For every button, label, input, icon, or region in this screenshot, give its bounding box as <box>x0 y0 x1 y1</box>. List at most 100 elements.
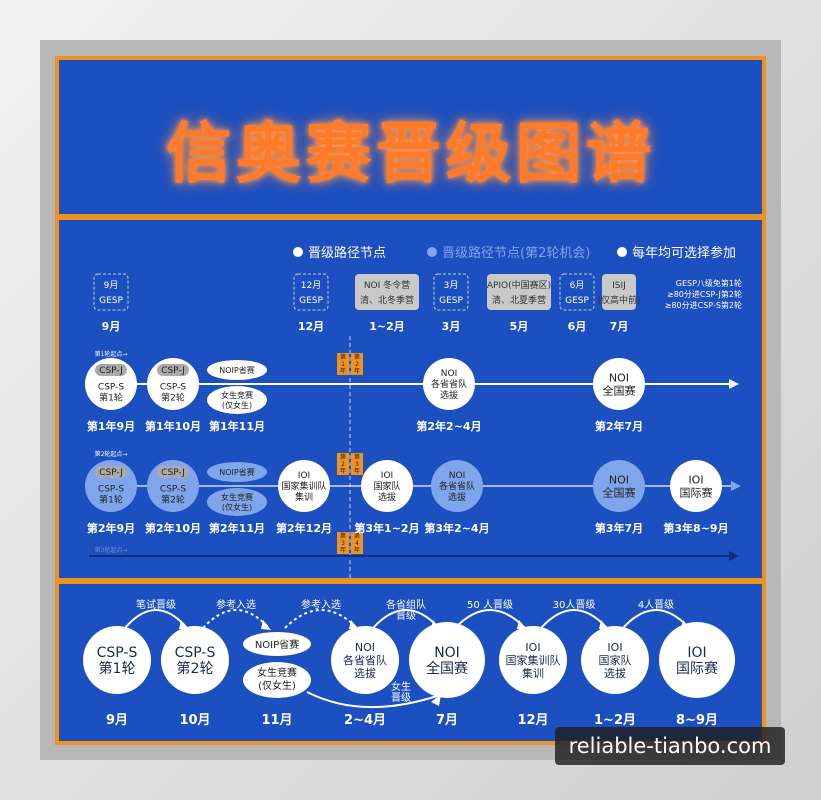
page-title: 信奥赛晋级图谱 <box>165 115 656 192</box>
divider-char: 1 <box>341 361 345 368</box>
event-line: GESP <box>99 296 123 306</box>
node-date: 第1年11月 <box>209 419 265 433</box>
divider-char: 3 <box>341 540 345 547</box>
divider-char: 第 <box>354 532 360 540</box>
pill <box>207 462 267 482</box>
summary-node: CSP-S第2轮 <box>161 626 229 694</box>
summary-line: 选拔 <box>354 666 376 680</box>
summary-arc-label: 参考入选 <box>301 598 341 611</box>
gesp-note: ≥80分进CSP-S第2轮 <box>665 300 742 310</box>
node-tag-label: CSP-J <box>161 366 185 376</box>
divider-char: 年 <box>354 367 360 375</box>
divider-char: 年 <box>340 367 346 375</box>
event-month: 5月 <box>510 320 529 333</box>
summary-circle <box>331 626 399 694</box>
divider-char: 年 <box>340 546 346 554</box>
summary-circle <box>83 626 151 694</box>
node-line: 全国赛 <box>603 485 636 499</box>
node-line: CSP-S <box>98 485 124 495</box>
node-line: 各省省队 <box>439 480 475 492</box>
summary-line: IOI <box>687 645 706 661</box>
node-date: 第3年7月 <box>595 521 643 535</box>
pill <box>207 386 267 414</box>
event-box: ISIJ(仅高中前)7月 <box>597 274 641 333</box>
summary-line: IOI <box>525 641 540 654</box>
pill-label: NOIP省赛 <box>219 467 254 477</box>
pill-label: 女生竞赛 <box>221 492 253 502</box>
node-line: 各省省队 <box>431 378 467 390</box>
node-date: 第2年9月 <box>87 521 135 535</box>
event-frame <box>355 274 419 310</box>
divider-char: 3 <box>355 461 359 468</box>
summary-line: IOI <box>607 641 622 654</box>
row2-arrow <box>731 481 741 491</box>
legend-label: 晋级路径节点(第2轮机会) <box>442 245 590 261</box>
node-date: 第2年7月 <box>595 419 643 433</box>
event-month: 1~2月 <box>369 320 405 333</box>
summary-arc-label: 4人晋级 <box>638 599 674 611</box>
event-frame <box>293 273 329 311</box>
divider-char: 第 <box>354 353 360 361</box>
node-date: 第1年10月 <box>145 419 201 433</box>
node-line: 第2轮 <box>161 494 185 506</box>
divider-char: 年 <box>340 467 346 475</box>
node-tag-label: CSP-J <box>99 366 123 376</box>
event-line: 3月 <box>444 280 459 291</box>
divider-char: 第 <box>340 353 346 361</box>
summary-diagram: CSP-S第1轮9月CSP-S第2轮10月NOIP省赛女生竞赛(仅女生)11月N… <box>83 598 735 728</box>
node-line: CSP-S <box>98 383 124 393</box>
summary-line: 第2轮 <box>177 660 214 677</box>
summary-arc-head <box>261 620 271 630</box>
summary-arc <box>540 609 608 629</box>
event-line: 9月 <box>104 280 119 291</box>
divider-char: 第 <box>340 532 346 540</box>
node-line: 国际赛 <box>680 485 713 499</box>
event-frame <box>433 273 469 311</box>
node-circle <box>278 460 330 512</box>
event-line: 6月 <box>570 280 585 291</box>
node-line: 选拔 <box>440 389 458 401</box>
legend-dot <box>617 247 627 257</box>
node-tag-label: CSP-J <box>161 468 185 478</box>
title-panel: 信奥赛晋级图谱 <box>55 56 766 218</box>
divider-tag <box>351 353 363 375</box>
summary-line: NOI <box>434 645 460 661</box>
summary-date: 2~4月 <box>344 713 386 728</box>
summary-line: 国家集训队 <box>506 653 561 667</box>
event-frame <box>487 274 551 310</box>
summary-arc <box>124 609 188 629</box>
node-date: 第2年11月 <box>209 521 265 535</box>
row1-start: 第1轮起点→ <box>95 350 128 358</box>
node-line: 国家集训队 <box>281 480 326 492</box>
row3-start: 第3轮起点→ <box>95 546 128 554</box>
node-line: 国家队 <box>373 480 400 492</box>
divider-tag <box>337 453 349 475</box>
node-tag <box>157 466 189 478</box>
summary-line: 各省省队 <box>343 653 387 667</box>
pill-label: 女生竞赛 <box>221 390 253 400</box>
summary-arc-head <box>431 620 441 630</box>
event-line: GESP <box>439 296 463 306</box>
node-date: 第1年9月 <box>87 419 135 433</box>
divider-char: 4 <box>355 540 359 547</box>
timeline-diagram: 晋级路径节点晋级路径节点(第2轮机会)每年均可选择参加9月GESP9月12月GE… <box>85 245 742 578</box>
summary-arc-label: 笔试晋级 <box>136 598 176 611</box>
node-date: 第3年1~2月 <box>354 521 419 535</box>
divider-char: 2 <box>341 461 345 468</box>
girl-route-label: 女生 <box>391 680 411 693</box>
row1-arrow <box>729 379 739 389</box>
summary-arc-label: 晋级 <box>396 610 416 622</box>
event-month: 9月 <box>102 320 121 333</box>
